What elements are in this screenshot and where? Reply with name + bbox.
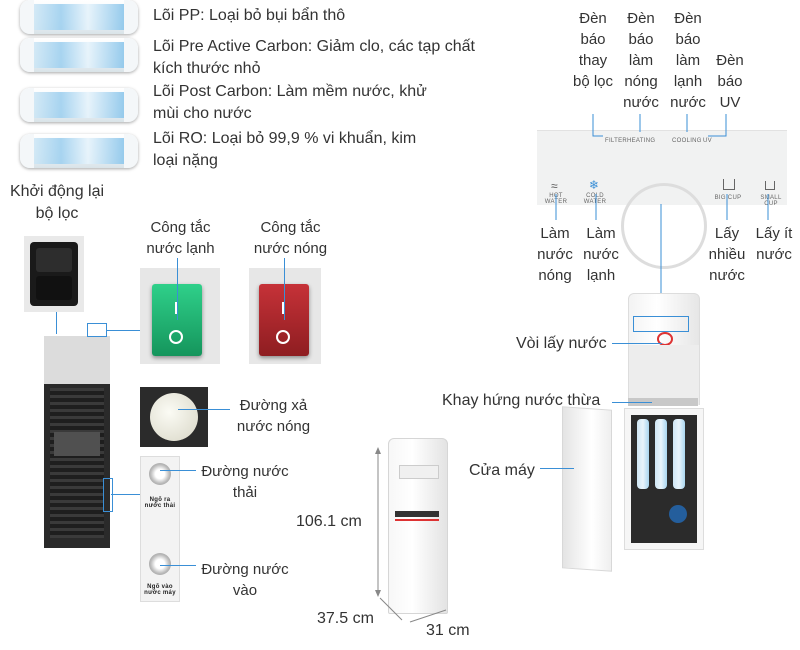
- waste-sticker: Ngõ ra nước thải: [144, 497, 176, 509]
- small-cup-icon: [765, 181, 775, 190]
- open-door[interactable]: [562, 406, 612, 572]
- door-label: Cửa máy: [469, 462, 535, 479]
- ro-filter-image: [20, 134, 138, 168]
- ro-filter-label: Lõi RO: Loại bỏ 99,9 % vi khuẩn, kim loạ…: [153, 130, 417, 169]
- filter-light-label: Đèn báo thay bộ lọc: [572, 10, 614, 90]
- waste-leader: [160, 470, 196, 471]
- filter-indicator: FILTER: [605, 138, 628, 144]
- uv-light-label: Đèn báo UV: [716, 52, 744, 111]
- dispenser-top-photo: [628, 293, 700, 347]
- ports-leader-line: [111, 494, 140, 495]
- panel-highlight-box: [633, 316, 689, 332]
- cold-switch-label: Công tắc nước lạnh: [146, 219, 215, 257]
- heating-light-label: Đèn báo làm nóng nước: [623, 10, 659, 111]
- tray-leader: [612, 402, 652, 403]
- pp-filter-image: [20, 0, 138, 34]
- post-carbon-filter-image: [20, 88, 138, 122]
- hot-switch-photo: [249, 268, 321, 364]
- hot-water-icon: ≈: [551, 179, 558, 193]
- pre-carbon-filter-image: [20, 38, 138, 72]
- center-dial: [621, 183, 707, 269]
- cold-switch-leader: [177, 258, 178, 320]
- cold-water-button[interactable]: COLD WATER: [583, 193, 607, 205]
- reset-switch: [30, 242, 78, 306]
- ports-highlight-box: [103, 478, 113, 512]
- dispenser-front-photo: [388, 438, 448, 614]
- big-cup-button[interactable]: BIG CUP: [714, 195, 742, 201]
- pre-carbon-filter-label: Lõi Pre Active Carbon: Giảm clo, các tạp…: [153, 38, 475, 77]
- uv-indicator: UV: [703, 138, 712, 144]
- pp-filter-label: Lõi PP: Loại bỏ bụi bẩn thô: [153, 7, 346, 24]
- cold-switch-photo: [140, 268, 220, 364]
- reset-filter-label: Khởi động lại bộ lọc: [9, 183, 105, 222]
- height-dimension: 106.1 cm: [296, 513, 362, 530]
- heating-indicator: HEATING: [627, 138, 656, 144]
- hot-water-label: Làm nước nóng: [537, 225, 573, 284]
- hot-switch-leader: [284, 258, 285, 320]
- width-dimension: 31 cm: [426, 622, 470, 639]
- tap-leader: [612, 343, 662, 344]
- dispense-area: [628, 345, 700, 405]
- cooling-indicator: COOLING: [672, 138, 702, 144]
- cooling-light-label: Đèn báo làm lạnh nước: [670, 10, 706, 111]
- tap-label: Vòi lấy nước: [516, 335, 607, 352]
- inlet-sticker: Ngõ vào nước máy: [144, 584, 176, 596]
- hot-drain-label: Đường xả nước nóng: [236, 397, 311, 435]
- reset-switch-photo: [24, 236, 84, 312]
- cold-water-label: Làm nước lạnh: [583, 225, 619, 284]
- inlet-label: Đường nước vào: [201, 561, 289, 599]
- post-carbon-filter-label: Lõi Post Carbon: Làm mềm nước, khử mùi c…: [153, 83, 427, 122]
- reset-leader-line: [56, 312, 57, 334]
- big-cup-label: Lấy nhiều nước: [708, 225, 746, 284]
- hot-drain-leader: [178, 409, 230, 410]
- tray-label: Khay hứng nước thừa: [442, 392, 601, 409]
- waste-line-label: Đường nước thải: [201, 463, 289, 501]
- drip-tray: [628, 398, 698, 406]
- big-cup-icon: [723, 179, 735, 190]
- hot-drain-photo: [140, 387, 208, 447]
- inlet-leader: [160, 565, 196, 566]
- door-leader: [540, 468, 574, 469]
- depth-dimension: 37.5 cm: [317, 610, 374, 627]
- hot-switch-label: Công tắc nước nóng: [253, 219, 328, 257]
- cabinet-photo: [624, 408, 704, 550]
- small-cup-label: Lấy ít nước: [755, 225, 793, 263]
- switch-leader-line: [106, 330, 140, 331]
- cold-water-icon: ❄: [589, 178, 600, 192]
- small-cup-button[interactable]: SMALL CUP: [760, 195, 782, 207]
- hose-ports-photo: Ngõ ra nước thải Ngõ vào nước máy: [140, 456, 180, 602]
- machine-back-photo: [44, 336, 110, 548]
